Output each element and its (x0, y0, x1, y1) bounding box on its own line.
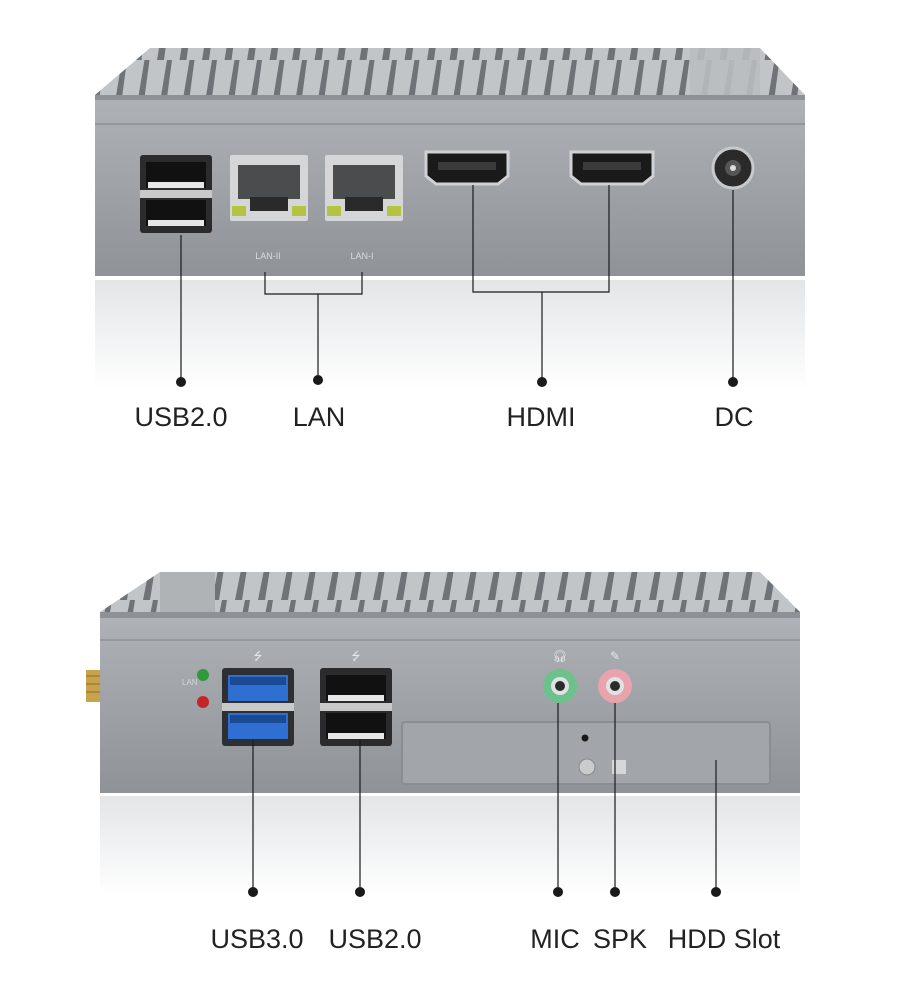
label-top-usb: USB2.0 (134, 402, 228, 432)
label-bottom-spk: SPK (592, 924, 648, 954)
top-usb2-ports (140, 155, 212, 233)
top-device: LAN-II LAN-I (95, 48, 805, 390)
top-heatsink (95, 48, 805, 95)
label-top-lan: LAN (292, 402, 346, 432)
top-callouts (180, 185, 734, 382)
led-red (197, 696, 209, 708)
svg-text:⭍: ⭍ (351, 650, 360, 663)
top-reflection (95, 280, 805, 390)
label-bottom-hdd: HDD Slot (667, 924, 781, 954)
bottom-callout-dots (248, 887, 721, 897)
label-bottom-usb3: USB3.0 (210, 924, 304, 954)
top-hdmi-ports (424, 150, 655, 186)
bottom-reflection (100, 796, 800, 896)
bottom-usb2-ports: ⭍ (320, 650, 392, 746)
hdd-slot-screw (578, 758, 596, 776)
top-front-panel (95, 100, 805, 276)
label-bottom-usb2: USB2.0 (328, 924, 422, 954)
spk-jack (598, 669, 632, 703)
top-lan-ports (230, 155, 403, 221)
lan-port-mark-right: LAN-I (350, 251, 373, 261)
antenna-connector (86, 670, 100, 702)
svg-text:⭍: ⭍ (253, 650, 262, 663)
label-top-dc: DC (714, 402, 754, 432)
lan-port-mark-left: LAN-II (255, 251, 281, 261)
led-mark: LAN (182, 678, 198, 687)
hdd-slot-cover (401, 721, 771, 785)
label-top-hdmi: HDMI (506, 402, 576, 432)
bottom-callouts (252, 703, 717, 892)
bottom-usb3-ports: ⭍ (222, 650, 294, 746)
top-callout-dots (176, 375, 738, 387)
bottom-heatsink (100, 572, 800, 612)
top-dc-jack (711, 146, 755, 190)
led-green (197, 669, 209, 681)
headphone-icon: 🎧︎ (552, 649, 567, 663)
microphone-icon: ✎ (610, 649, 620, 663)
mic-jack (543, 669, 577, 703)
bottom-device: LAN ⭍ ⭍ (86, 572, 800, 897)
label-bottom-mic: MIC (530, 924, 580, 954)
